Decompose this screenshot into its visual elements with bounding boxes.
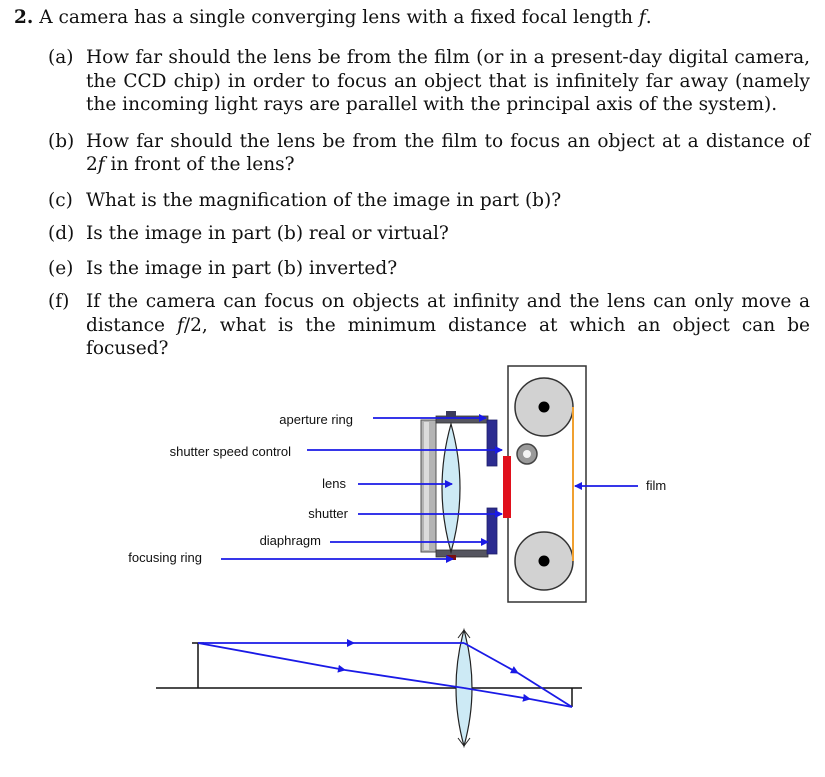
- question-part-d: (d) Is the image in part (b) real or vir…: [14, 222, 814, 246]
- diaphragm-blade-bottom: [486, 507, 498, 555]
- part-text: in front of the lens?: [104, 154, 295, 175]
- part-text: How far should the lens be from the film…: [86, 47, 810, 115]
- part-label: (c): [48, 189, 73, 211]
- part-text: What is the magnification of the image i…: [86, 189, 562, 211]
- part-label: (e): [48, 257, 74, 279]
- ray-parallel-out: [463, 642, 519, 674]
- question-parts: (a) How far should the lens be from the …: [14, 46, 814, 361]
- problem-stem: A camera has a single converging lens wi…: [39, 7, 633, 28]
- label-film: film: [646, 478, 666, 493]
- focal-length-symbol: f: [638, 7, 646, 28]
- focal-length-symbol: f: [97, 154, 105, 175]
- part-text: How far should the lens be from the film…: [86, 130, 810, 176]
- problem-2: 2. A camera has a single converging lens…: [14, 6, 814, 361]
- question-part-c: (c) What is the magnification of the ima…: [14, 189, 814, 213]
- part-label: (b): [48, 130, 75, 152]
- part-text: Is the image in part (b) inverted?: [86, 257, 398, 279]
- question-part-b: (b) How far should the lens be from the …: [14, 130, 814, 177]
- part-text: Is the image in part (b) real or virtual…: [86, 223, 449, 244]
- focal-length-symbol: f: [176, 314, 184, 336]
- diaphragm-blade-top: [486, 419, 498, 467]
- part-label: (f): [48, 291, 70, 312]
- ray-center-out: [463, 687, 531, 702]
- ray-center-in: [197, 642, 346, 673]
- question-part-e: (e) Is the image in part (b) inverted?: [14, 257, 814, 281]
- question-part-f: (f) If the camera can focus on objects a…: [14, 290, 814, 361]
- ray-diagram: [156, 627, 582, 749]
- shutter-plate: [503, 456, 511, 518]
- label-diaphragm: diaphragm: [260, 533, 321, 548]
- question-part-a: (a) How far should the lens be from the …: [14, 46, 814, 117]
- part-text: If the camera can focus on objects at in…: [86, 291, 810, 336]
- label-shutter: shutter: [308, 506, 348, 521]
- part-label: (d): [48, 223, 75, 244]
- label-shutter-speed-control: shutter speed control: [170, 444, 292, 459]
- part-label: (a): [48, 47, 74, 68]
- label-aperture-ring: aperture ring: [279, 412, 353, 427]
- problem-statement: 2. A camera has a single converging lens…: [14, 7, 652, 28]
- label-focusing-ring: focusing ring: [128, 550, 202, 565]
- label-lens: lens: [322, 476, 346, 491]
- part-text: /2, what is the minimum distance at whic…: [86, 314, 810, 360]
- camera-lens: [441, 421, 461, 555]
- problem-number: 2.: [14, 7, 34, 28]
